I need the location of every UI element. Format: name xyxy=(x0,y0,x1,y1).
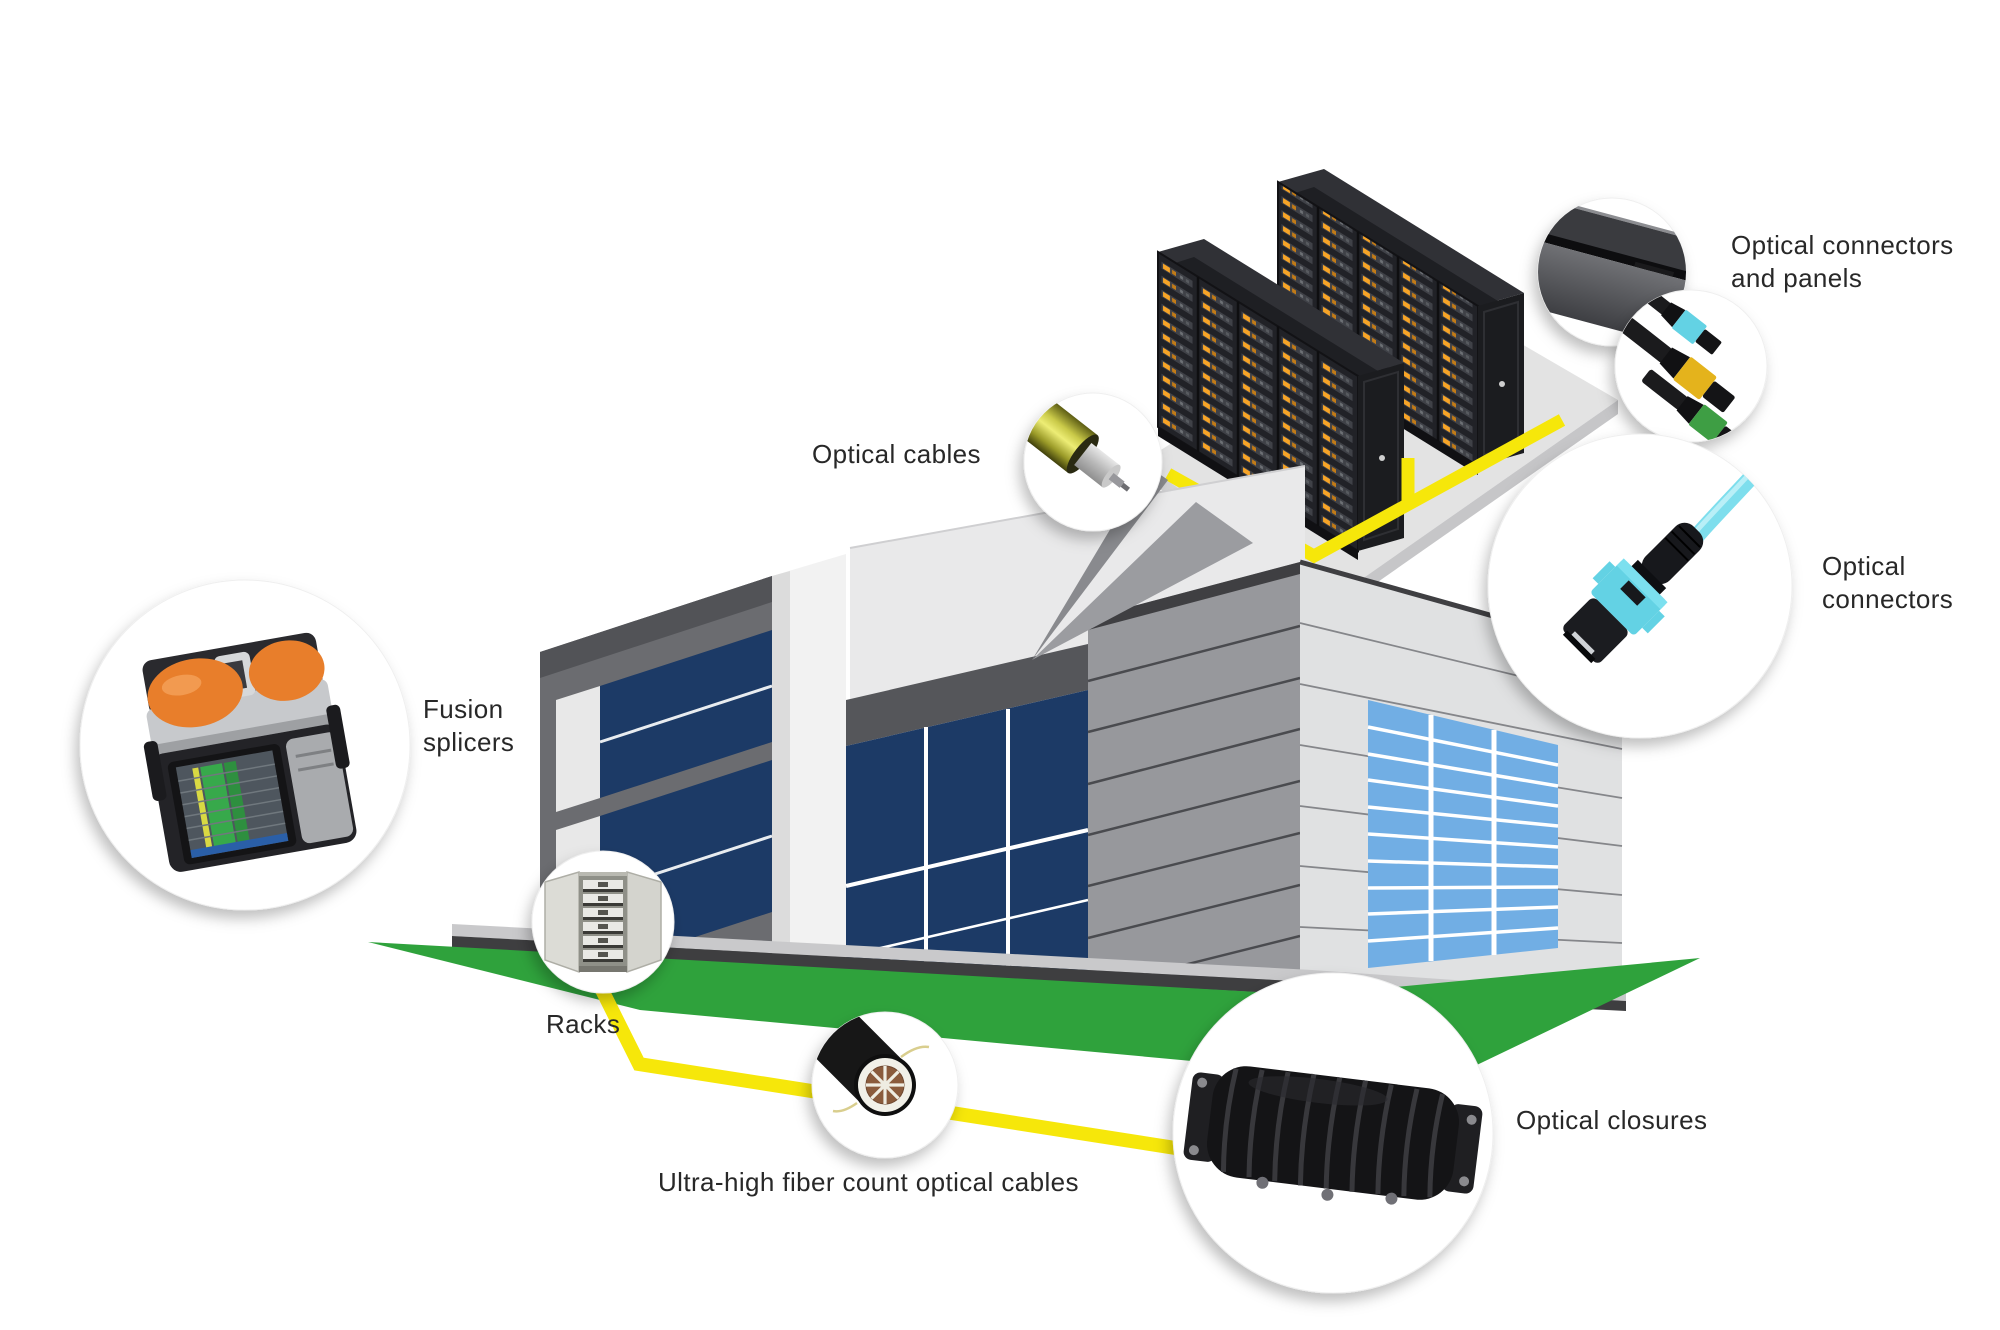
racks-label: Racks xyxy=(546,1008,620,1041)
label-line: Optical xyxy=(1822,551,1906,581)
rack-cabinet-photo-circle xyxy=(531,850,675,994)
patch-panel-photo xyxy=(1538,198,1686,346)
splice-closure-photo xyxy=(1183,1066,1483,1205)
label-line: Racks xyxy=(546,1009,621,1039)
label-line: Ultra-high fiber count optical cables xyxy=(658,1167,1079,1197)
label-line: Fusion xyxy=(423,694,504,724)
fusion-splicer-photo xyxy=(142,632,357,872)
optical-connectors-and-panels-label: Optical connectors and panels xyxy=(1731,229,1954,295)
splice-closure-photo-circle xyxy=(1172,972,1494,1294)
label-line: Optical closures xyxy=(1516,1105,1708,1135)
label-line: splicers xyxy=(423,727,515,757)
optical-connectors-label: Optical connectors xyxy=(1822,550,1953,616)
label-line: connectors xyxy=(1822,584,1954,614)
yellow-optical-cable-photo-circle xyxy=(1023,392,1163,532)
fusion-splicers-label: Fusion splicers xyxy=(423,693,514,759)
mpo-connector-photo-circle xyxy=(1487,433,1793,739)
rack-cabinet-photo xyxy=(544,870,662,974)
fusion-splicer-photo-circle xyxy=(79,579,411,911)
label-line: Optical connectors xyxy=(1731,230,1954,260)
blue-glass-curtain-wall xyxy=(1367,700,1559,968)
mpo-connector-photo xyxy=(1562,440,1786,664)
ultra-high-fiber-count-optical-cables-label: Ultra-high fiber count optical cables xyxy=(658,1166,1079,1199)
underground-cable-path xyxy=(593,982,1254,1167)
label-line: Optical cables xyxy=(812,439,981,469)
yellow-optical-cable-photo xyxy=(1024,393,1130,492)
server-rack-row-back xyxy=(1277,169,1524,475)
optical-cables-label: Optical cables xyxy=(812,438,981,471)
optical-closures-label: Optical closures xyxy=(1516,1104,1707,1137)
label-line: and panels xyxy=(1731,263,1863,293)
